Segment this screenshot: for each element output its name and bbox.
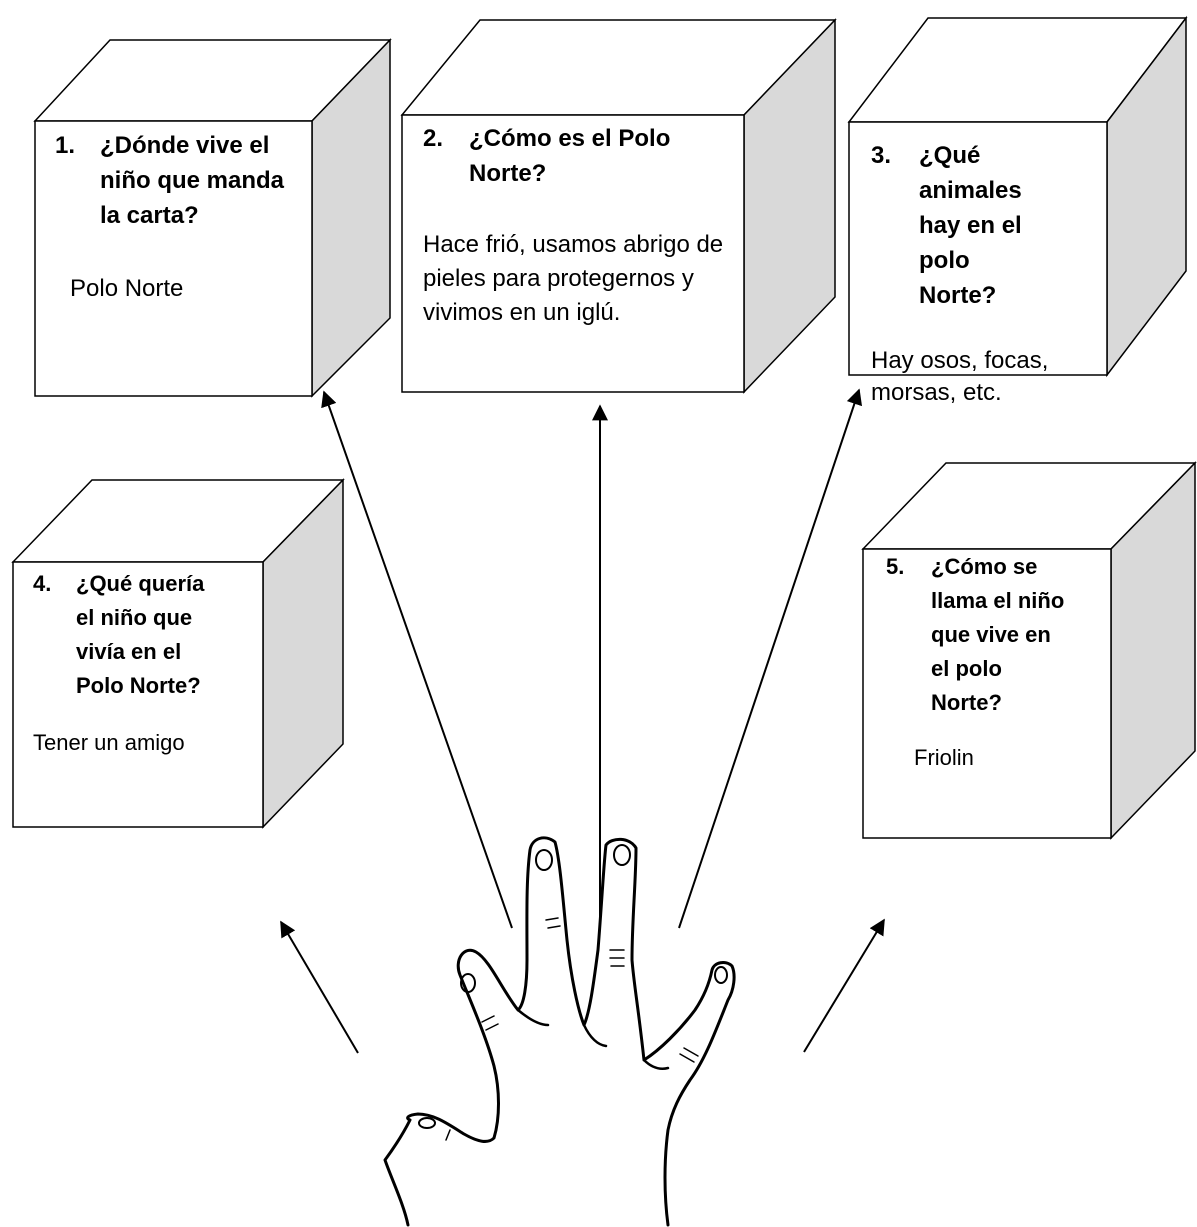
index-nail (460, 973, 476, 993)
box-5-question-row: 5. ¿Cómo se llama el niño que vive en el… (886, 550, 1106, 720)
box-4-question-row: 4. ¿Qué quería el niño que vivía en el P… (33, 567, 258, 703)
box-3-question-row: 3. ¿Qué animales hay en el polo Norte? (871, 138, 1101, 313)
thumb-nail (418, 1117, 436, 1129)
box-2-content: 2. ¿Cómo es el Polo Norte? Hace frió, us… (423, 121, 733, 330)
box-3-question: ¿Qué animales hay en el polo Norte? (919, 142, 1022, 309)
box-5-number: 5. (886, 554, 905, 579)
cube-3 (847, 15, 1188, 378)
box-1-answer: Polo Norte (70, 275, 184, 302)
box-3-content: 3. ¿Qué animales hay en el polo Norte? H… (871, 138, 1101, 409)
box-5-content: 5. ¿Cómo se llama el niño que vive en el… (886, 550, 1106, 775)
arrow-to-box-5 (803, 918, 885, 1053)
arrow-to-box-1 (321, 390, 513, 929)
open-hand-icon (383, 836, 736, 1227)
cube-1 (33, 38, 392, 398)
cube-4-front (12, 561, 264, 828)
box-4-number: 4. (33, 571, 52, 596)
cube-4 (11, 478, 345, 829)
pinky-nail (714, 966, 728, 984)
box-2-question: ¿Cómo es el Polo Norte? (469, 125, 671, 187)
box-3-answer: Hay osos, focas, morsas, etc. (871, 347, 1049, 406)
cube-2 (400, 18, 837, 394)
box-3-number: 3. (871, 142, 892, 169)
middle-nail (535, 849, 553, 871)
box-4-content: 4. ¿Qué quería el niño que vivía en el P… (33, 567, 258, 760)
arrow-to-box-3 (678, 388, 863, 929)
box-4-answer: Tener un amigo (33, 730, 185, 755)
cube-5-front (862, 548, 1112, 839)
box-2-number: 2. (423, 125, 444, 152)
box-1-number: 1. (55, 132, 76, 159)
box-1-question: ¿Dónde vive el niño que manda la carta? (100, 132, 285, 229)
box-4-question: ¿Qué quería el niño que vivía en el Polo… (76, 571, 205, 698)
box-2-question-row: 2. ¿Cómo es el Polo Norte? (423, 121, 733, 191)
box-5-question: ¿Cómo se llama el niño que vive en el po… (931, 554, 1065, 715)
box-1-content: 1. ¿Dónde vive el niño que manda la cart… (55, 128, 290, 306)
cube-2-front (401, 114, 745, 393)
cube-1-front (34, 120, 313, 397)
cube-3-front (848, 121, 1108, 376)
cube-5 (861, 461, 1197, 840)
box-2-answer: Hace frió, usamos abrigo de pieles para … (423, 231, 724, 326)
ring-nail (613, 844, 631, 866)
box-5-answer: Friolin (914, 745, 974, 770)
arrow-to-box-4 (280, 920, 359, 1054)
box-1-question-row: 1. ¿Dónde vive el niño que manda la cart… (55, 128, 290, 233)
